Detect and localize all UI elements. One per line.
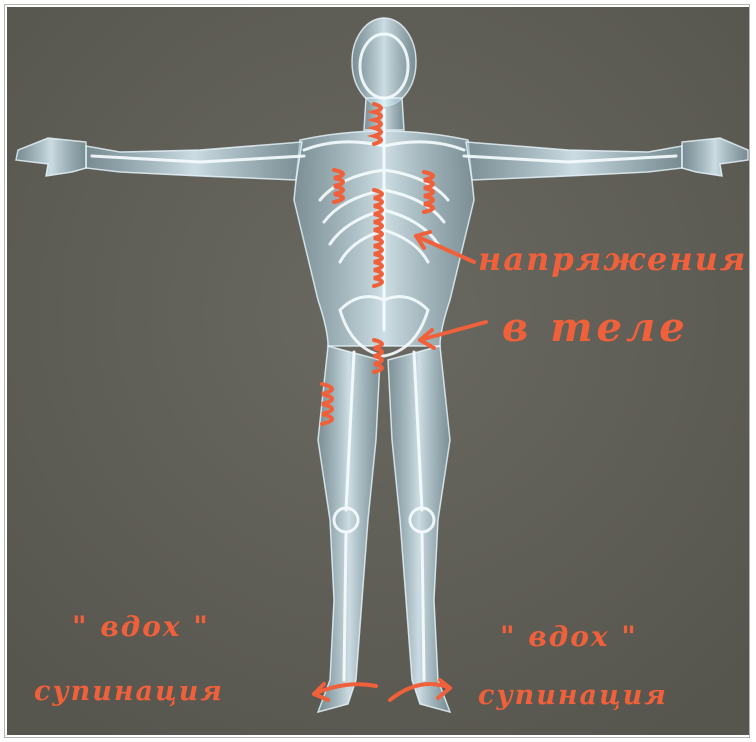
label-supination-right: супинация bbox=[478, 680, 668, 711]
label-inhale-left: " вдох " bbox=[72, 610, 210, 643]
label-supination-left: супинация bbox=[34, 676, 224, 707]
label-in-body: в теле bbox=[502, 304, 689, 351]
label-tension: напряжения bbox=[478, 240, 747, 278]
label-inhale-right: " вдох " bbox=[500, 620, 638, 653]
